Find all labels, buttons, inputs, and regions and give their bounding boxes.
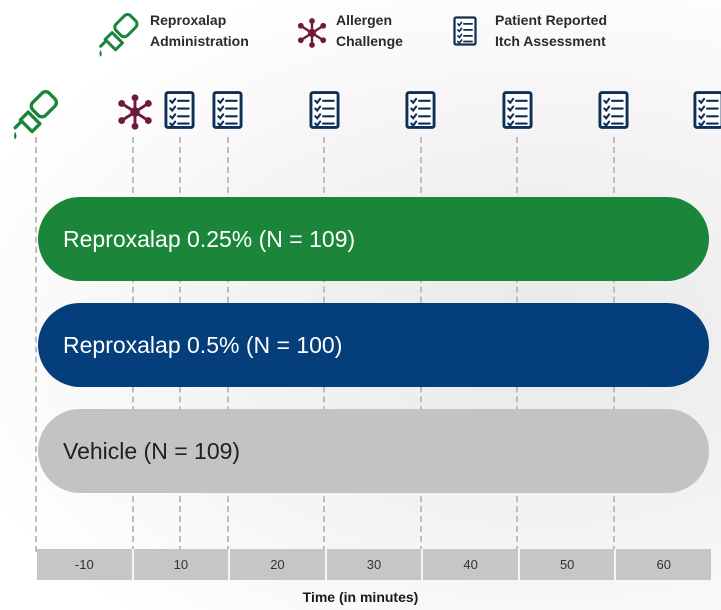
checklist-icon: [502, 90, 533, 130]
legend-allergen-label: Allergen Challenge: [336, 12, 403, 49]
checklist-icon: [164, 90, 195, 130]
arm-label: Reproxalap 0.5% (N = 100): [63, 331, 343, 358]
legend-drop-label: Reproxalap Administration: [150, 12, 249, 49]
checklist-icon: [309, 90, 340, 130]
legend-assessment: Patient Reported Itch Assessment: [453, 10, 607, 52]
checklist-icon: [212, 90, 243, 130]
axis-tick: 10: [133, 549, 231, 580]
axis-tick: 50: [519, 549, 617, 580]
eye-drop-bottle-icon: [10, 88, 62, 144]
checklist-icon: [693, 90, 721, 130]
legend-drop: Reproxalap Administration: [96, 10, 249, 60]
axis-tick: 20: [230, 549, 327, 580]
allergen-molecule-icon: [116, 93, 154, 131]
axis-title: Time (in minutes): [302, 589, 419, 605]
axis-tick: 60: [616, 549, 712, 580]
eye-drop-bottle-icon: [96, 12, 142, 60]
arm-reproxalap-05: Reproxalap 0.5% (N = 100): [38, 303, 709, 387]
axis-tick: -10: [37, 549, 134, 580]
checklist-icon: [405, 90, 436, 130]
arm-label: Vehicle (N = 109): [63, 437, 241, 464]
arm-vehicle: Vehicle (N = 109): [38, 409, 709, 493]
checklist-icon: [453, 15, 477, 47]
legend-allergen: Allergen Challenge: [296, 10, 403, 52]
timeline-guide: [35, 137, 37, 552]
arm-reproxalap-025: Reproxalap 0.25% (N = 109): [38, 197, 709, 281]
checklist-icon: [598, 90, 629, 130]
time-axis: -10 10 20 30 40 50 60: [37, 549, 712, 580]
allergen-molecule-icon: [296, 17, 328, 49]
axis-tick: 40: [423, 549, 520, 580]
axis-tick: 30: [326, 549, 424, 580]
legend-assessment-label: Patient Reported Itch Assessment: [495, 12, 608, 49]
arm-label: Reproxalap 0.25% (N = 109): [63, 225, 356, 252]
